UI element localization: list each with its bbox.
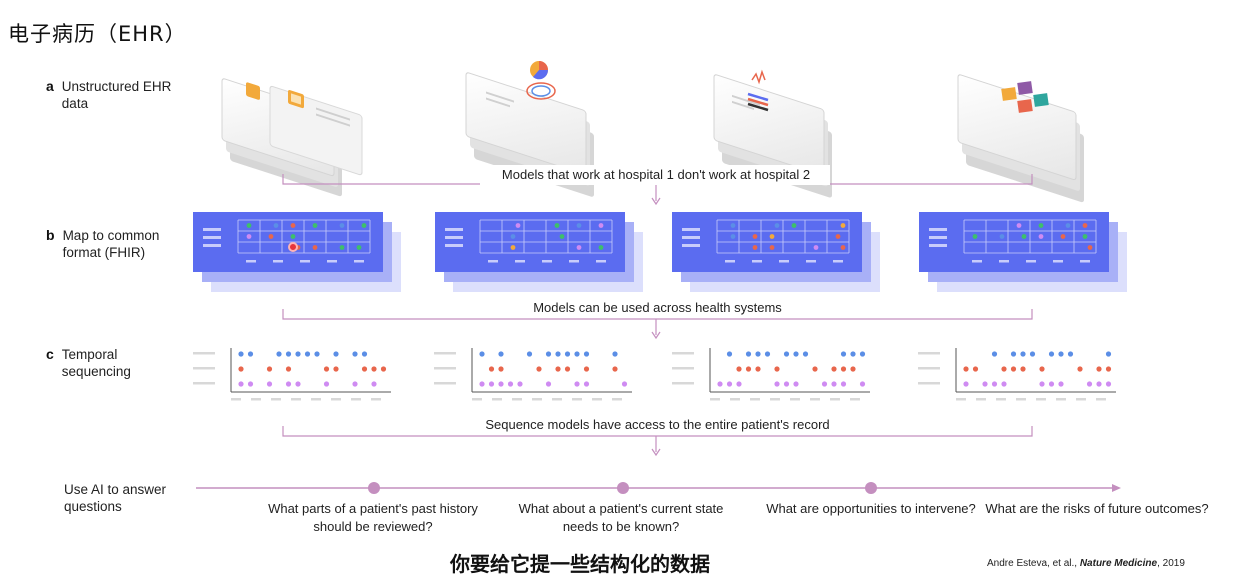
row-d-label-group: Use AI to answer questions [64,481,184,515]
fhir-table-hospital-2 [435,212,643,292]
fhir-table-hospital-4 [919,212,1127,292]
row-letter-a: a [46,78,54,94]
source-credit: Andre Esteva, et al., Nature Medicine, 2… [987,558,1185,569]
credit-authors: Andre Esteva, et al., [987,558,1080,569]
caption-health-systems: Models can be used across health systems [533,300,782,315]
credit-year: , 2019 [1157,558,1185,569]
question-past-history: What parts of a patient's past history s… [268,501,478,534]
timeline-marker-intervene [865,482,877,494]
fhir-table-hospital-1 [193,212,401,292]
ai-question-timeline [196,482,1121,494]
row-letter-c: c [46,346,54,362]
question-future-risks: What are the risks of future outcomes? [985,501,1209,516]
fhir-table-hospital-3 [672,212,880,292]
sequence-plot-hospital-1 [193,348,391,401]
caption-sequence-models: Sequence models have access to the entir… [485,417,830,432]
row-label-a: Unstructured EHR data [61,79,172,111]
row-b-label-group: b Map to common format (FHIR) [46,227,183,261]
row-label-b: Map to common format (FHIR) [62,228,160,260]
timeline-marker-present [617,482,629,494]
sequence-plot-hospital-2 [434,348,632,401]
document-stack-with-photos-icon [221,78,363,197]
row-a-label-group: a Unstructured EHR data [46,78,182,112]
temporal-sequence-plots [193,348,1116,401]
row-label-c: Temporal sequencing [61,347,131,379]
row-c-label-group: c Temporal sequencing [46,346,182,380]
sequence-plot-hospital-4 [918,348,1116,401]
chinese-subtitle: 你要给它提一些结构化的数据 [450,552,710,576]
row-label-d: Use AI to answer questions [64,482,167,514]
sequence-plot-hospital-3 [672,348,870,401]
bracket-2 [282,309,1033,340]
credit-journal: Nature Medicine [1079,558,1158,569]
bracket-3 [282,426,1033,457]
fhir-tables [193,212,1127,292]
row-letter-b: b [46,227,55,243]
document-stack-with-color-blocks-icon [957,74,1084,203]
question-opportunities: What are opportunities to intervene? [766,501,976,516]
timeline-marker-past [368,482,380,494]
page-title: 电子病历（EHR） [8,22,187,46]
caption-hospital-models: Models that work at hospital 1 don't wor… [501,167,811,182]
question-current-state: What about a patient's current state nee… [518,501,724,534]
